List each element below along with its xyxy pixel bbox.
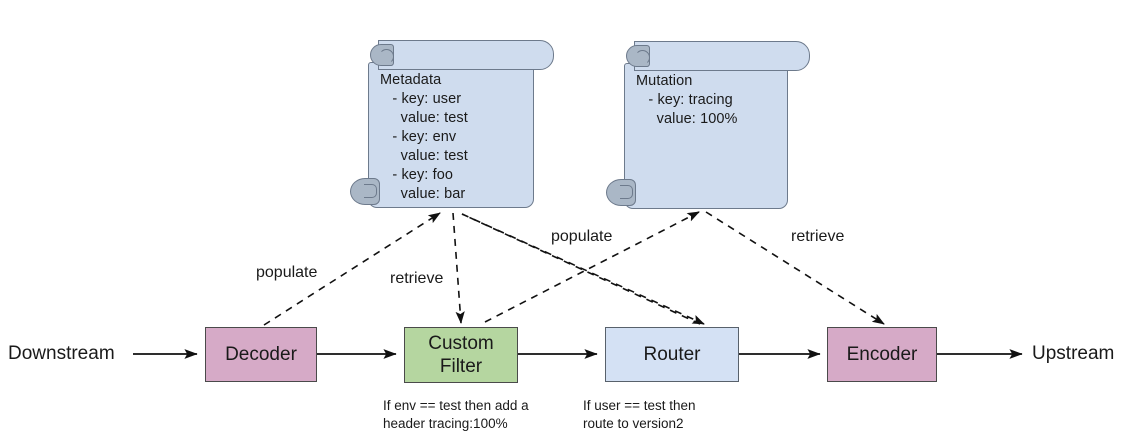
- node-encoder-label: Encoder: [846, 344, 918, 365]
- upstream-label: Upstream: [1032, 343, 1115, 364]
- mutation-note-body: [624, 63, 788, 209]
- node-custom-filter-label: Custom Filter: [428, 332, 493, 378]
- mutation-note-text: Mutation - key: tracing value: 100%: [636, 73, 738, 127]
- edge-metadata-customfilter-retrieve: [452, 212, 465, 324]
- edge-label-retrieve-left: retrieve: [390, 270, 444, 287]
- node-custom-filter[interactable]: Custom Filter: [404, 327, 518, 383]
- metadata-note-curl-top-left: [370, 44, 394, 66]
- router-annotation: If user == test then route to version2: [583, 398, 696, 431]
- mutation-note[interactable]: Mutation - key: tracing value: 100%: [606, 41, 814, 211]
- custom-filter-annotation: If env == test then add a header tracing…: [383, 398, 529, 431]
- edge-router-metadata: [461, 213, 701, 325]
- edge-mutation-encoder-retrieve: [705, 211, 885, 325]
- node-router-label: Router: [643, 344, 701, 365]
- node-router[interactable]: Router: [605, 327, 739, 382]
- mutation-note-top-band: [634, 41, 810, 71]
- edge-decoder-metadata-populate: [263, 212, 441, 326]
- metadata-note-text: Metadata - key: user value: test - key: …: [380, 72, 468, 202]
- metadata-note-top-band: [378, 40, 554, 70]
- node-custom-filter-label-line1: Custom: [428, 333, 494, 354]
- node-decoder-label: Decoder: [225, 344, 297, 365]
- edge-customfilter-mutation-populate: [484, 211, 700, 323]
- edge-label-populate-left: populate: [256, 264, 318, 281]
- node-custom-filter-label-line2: Filter: [439, 356, 483, 377]
- mutation-note-curl-bottom-left: [606, 179, 636, 206]
- mutation-note-curl-top-left: [626, 45, 650, 67]
- metadata-note-body: [368, 62, 534, 208]
- edge-label-populate-right: populate: [551, 228, 613, 245]
- node-encoder[interactable]: Encoder: [827, 327, 937, 382]
- downstream-label: Downstream: [8, 343, 115, 364]
- metadata-note-curl-bottom-left: [350, 178, 380, 205]
- node-decoder[interactable]: Decoder: [205, 327, 317, 382]
- edge-metadata-router: [461, 213, 705, 325]
- metadata-note[interactable]: Metadata - key: user value: test - key: …: [350, 40, 558, 210]
- edge-label-retrieve-right: retrieve: [791, 228, 845, 245]
